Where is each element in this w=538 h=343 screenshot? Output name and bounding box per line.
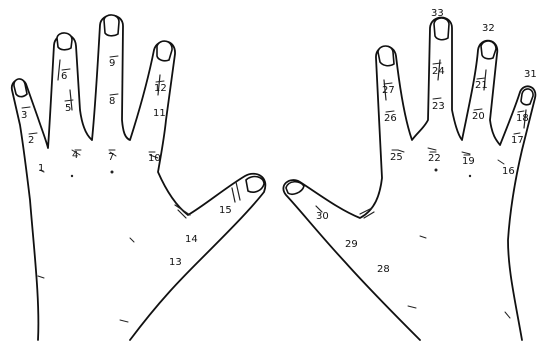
label-14: 14 <box>185 234 198 245</box>
label-33: 33 <box>431 8 444 19</box>
left-hand-labels: 1 2 3 4 5 6 7 8 9 10 11 12 13 14 15 <box>21 58 232 268</box>
label-16: 16 <box>502 166 515 177</box>
label-28: 28 <box>377 264 390 275</box>
label-4: 4 <box>72 150 78 161</box>
right-mark-dot <box>435 169 438 172</box>
left-hand <box>12 15 266 340</box>
label-25: 25 <box>390 152 403 163</box>
label-12: 12 <box>154 83 167 94</box>
left-shade-stroke <box>58 60 240 218</box>
left-thumb-nail <box>246 177 264 193</box>
label-8: 8 <box>109 96 115 107</box>
label-31: 31 <box>524 69 537 80</box>
right-crease <box>398 148 510 318</box>
left-crease <box>38 150 158 322</box>
right-middle-nail <box>434 18 449 40</box>
left-mark-dot <box>111 171 114 174</box>
label-22: 22 <box>428 153 441 164</box>
label-21: 21 <box>475 80 488 91</box>
left-index-nail <box>157 41 172 61</box>
label-24: 24 <box>432 66 445 77</box>
label-26: 26 <box>384 113 397 124</box>
label-2: 2 <box>28 135 34 146</box>
label-11: 11 <box>153 108 166 119</box>
label-1: 1 <box>38 163 44 174</box>
label-5: 5 <box>65 103 71 114</box>
right-hand-labels: 16 17 18 19 20 21 22 23 24 25 26 27 28 2… <box>316 8 537 275</box>
label-19: 19 <box>462 156 475 167</box>
label-27: 27 <box>382 85 395 96</box>
right-hand-outline <box>283 18 535 341</box>
label-15: 15 <box>219 205 232 216</box>
label-13: 13 <box>169 257 182 268</box>
right-index-nail <box>378 46 394 66</box>
label-3: 3 <box>21 110 27 121</box>
label-32: 32 <box>482 23 495 34</box>
label-18: 18 <box>516 113 529 124</box>
label-9: 9 <box>109 58 115 69</box>
label-6: 6 <box>61 71 67 82</box>
right-hand <box>283 18 535 341</box>
label-29: 29 <box>345 239 358 250</box>
left-middle-nail <box>104 15 119 36</box>
right-thumb-nail <box>286 182 304 194</box>
label-17: 17 <box>511 135 524 146</box>
left-mark-dot <box>71 175 73 177</box>
label-23: 23 <box>432 101 445 112</box>
label-30: 30 <box>316 211 329 222</box>
label-10: 10 <box>148 153 161 164</box>
right-pinky-nail <box>521 89 533 105</box>
left-hand-outline <box>12 15 266 340</box>
right-mark-dot <box>469 175 471 177</box>
label-20: 20 <box>472 111 485 122</box>
left-ring-nail <box>57 33 72 50</box>
right-ring-nail <box>481 41 496 59</box>
label-7: 7 <box>108 152 114 163</box>
